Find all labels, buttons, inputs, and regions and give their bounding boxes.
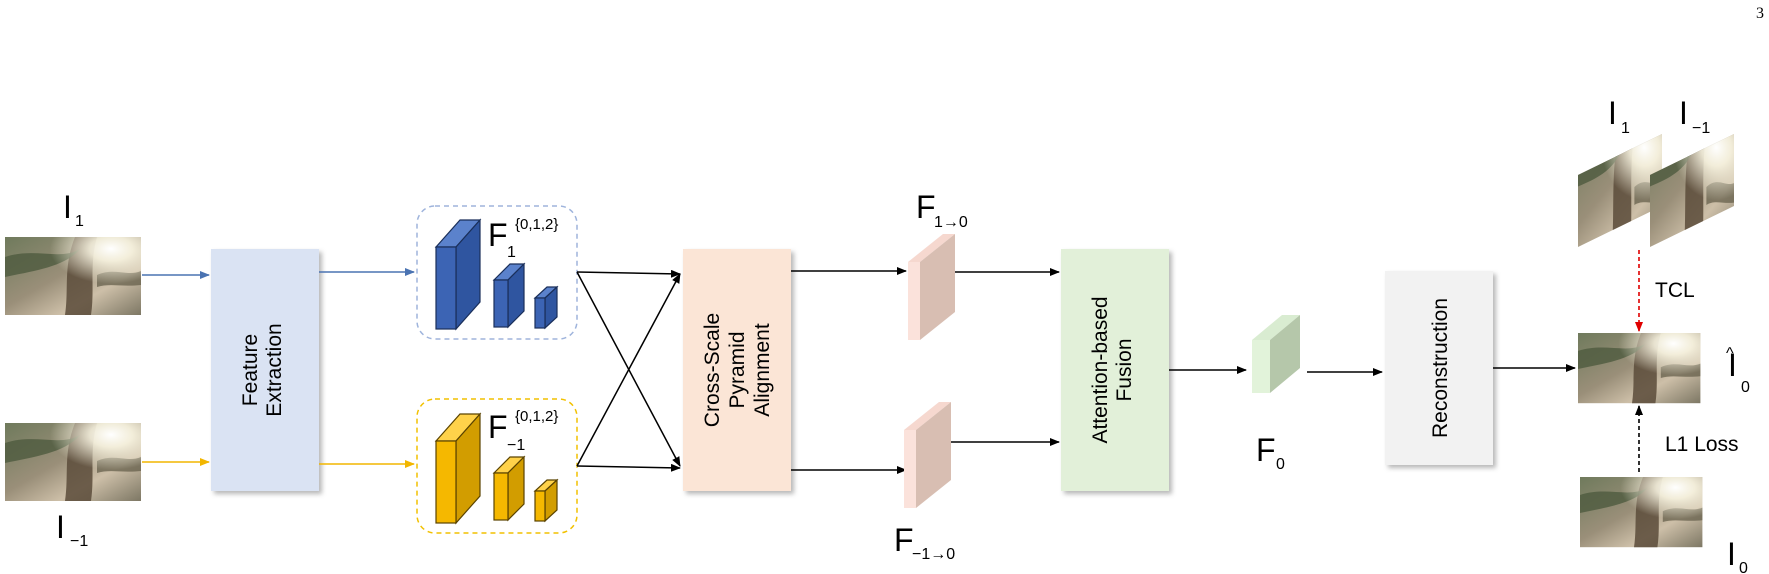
aligned-top-subscript: 1→0 bbox=[934, 214, 968, 231]
ground-truth-frame bbox=[1580, 477, 1703, 548]
pyramid-bottom-superscript: {0,1,2} bbox=[515, 408, 558, 425]
alignment-box bbox=[683, 249, 791, 491]
cross-arrows bbox=[576, 269, 681, 472]
input-bottom-subscript: −1 bbox=[70, 533, 88, 550]
output-label: I bbox=[1728, 347, 1737, 383]
ground-truth-label: I bbox=[1727, 536, 1736, 572]
pyramid-bottom-subscript: −1 bbox=[507, 437, 525, 454]
output-subscript: 0 bbox=[1741, 379, 1750, 396]
alignment-line2: Pyramid bbox=[726, 331, 749, 408]
input-top-subscript: 1 bbox=[75, 213, 84, 230]
pyramid-bottom-block-medium bbox=[492, 455, 526, 522]
pyramid-top-block-small bbox=[533, 285, 559, 330]
input-top-label: I bbox=[63, 189, 72, 225]
fusion-box bbox=[1061, 249, 1169, 491]
fused-subscript: 0 bbox=[1276, 456, 1285, 473]
tcl-label: TCL bbox=[1655, 279, 1695, 302]
aligned-bottom-label: F bbox=[894, 522, 914, 558]
tcl-frame-a-label: I bbox=[1608, 95, 1617, 131]
pyramid-top-superscript: {0,1,2} bbox=[515, 216, 558, 233]
reconstruction-box bbox=[1385, 271, 1493, 465]
aligned-feature-top-slab bbox=[908, 234, 955, 340]
input-bottom-label: I bbox=[56, 509, 65, 545]
tcl-frame-a-subscript: 1 bbox=[1621, 120, 1630, 137]
alignment-line3: Alignment bbox=[751, 323, 774, 417]
l1-loss-label: L1 Loss bbox=[1665, 433, 1739, 456]
pyramid-top-label: F bbox=[488, 217, 508, 253]
pyramid-top-block-medium bbox=[492, 262, 526, 329]
tcl-frame-b-subscript: −1 bbox=[1692, 120, 1710, 137]
input-frame-bottom bbox=[5, 423, 141, 501]
pyramid-bottom-block-small bbox=[533, 478, 559, 523]
pyramid-bottom-block-large bbox=[434, 412, 482, 525]
aligned-top-label: F bbox=[916, 189, 936, 225]
aligned-feature-bottom-slab bbox=[904, 402, 951, 508]
ground-truth-subscript: 0 bbox=[1739, 560, 1748, 574]
output-hat: ^ bbox=[1726, 345, 1734, 362]
fused-label: F bbox=[1256, 432, 1276, 468]
feature-extraction-line2: Extraction bbox=[263, 323, 286, 416]
feature-extraction-line1: Feature bbox=[239, 334, 262, 406]
pyramid-top-block-large bbox=[434, 218, 482, 331]
feature-extraction-box bbox=[211, 249, 319, 491]
input-frame-top bbox=[5, 237, 141, 315]
reconstruction-label: Reconstruction bbox=[1429, 298, 1452, 438]
pyramid-top-subscript: 1 bbox=[507, 244, 516, 261]
pyramid-bottom-label: F bbox=[488, 409, 508, 445]
fusion-line1: Attention-based bbox=[1089, 296, 1112, 443]
output-frame bbox=[1578, 333, 1701, 404]
aligned-bottom-subscript: −1→0 bbox=[912, 546, 955, 563]
alignment-line1: Cross-Scale bbox=[701, 313, 724, 427]
fused-feature-slab bbox=[1252, 315, 1300, 393]
page-number: 3 bbox=[1756, 5, 1764, 22]
tcl-frame-b-label: I bbox=[1679, 95, 1688, 131]
fusion-line2: Fusion bbox=[1113, 338, 1136, 401]
